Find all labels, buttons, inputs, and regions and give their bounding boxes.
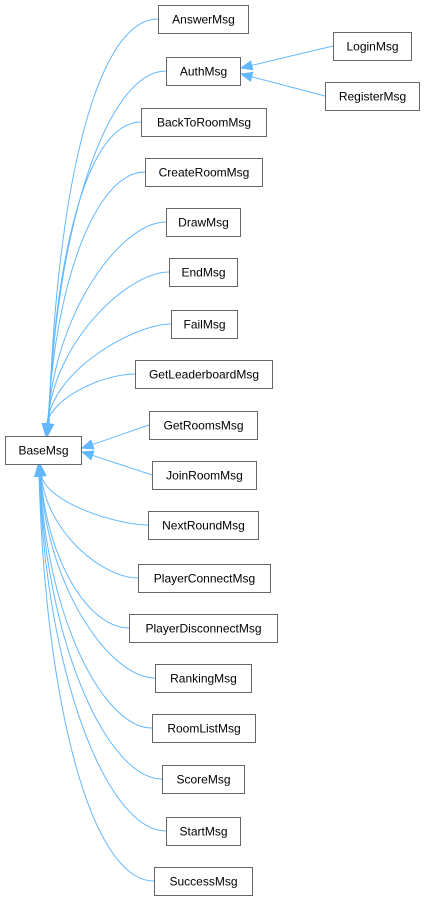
class-node-label: PlayerDisconnectMsg [145, 622, 261, 636]
edge-playerdisconnect-to-base [40, 475, 130, 629]
class-node-label: JoinRoomMsg [166, 469, 243, 483]
class-node-backtoroom[interactable]: BackToRoomMsg [141, 108, 267, 137]
class-node-getrooms[interactable]: GetRoomsMsg [149, 411, 258, 440]
class-node-end[interactable]: EndMsg [169, 258, 238, 287]
class-node-box [166, 817, 241, 846]
class-node-label: CreateRoomMsg [159, 166, 250, 180]
class-node-roomlist[interactable]: RoomListMsg [152, 714, 256, 743]
class-node-box [155, 664, 252, 693]
class-node-box [129, 614, 278, 643]
class-node-label: RegisterMsg [339, 90, 406, 104]
class-node-label: GetLeaderboardMsg [149, 368, 259, 382]
class-node-label: BackToRoomMsg [157, 116, 251, 130]
class-node-box [166, 57, 241, 86]
edge-start-to-base [38, 475, 167, 832]
class-node-createroom[interactable]: CreateRoomMsg [145, 158, 263, 187]
class-node-label: AnswerMsg [172, 13, 235, 27]
class-node-box [169, 258, 238, 287]
class-node-box [158, 5, 249, 34]
edge-login-to-auth [251, 45, 334, 66]
class-node-label: DrawMsg [178, 216, 229, 230]
class-node-success[interactable]: SuccessMsg [154, 867, 253, 896]
class-node-label: LoginMsg [346, 40, 398, 54]
edge-draw-to-base [47, 221, 167, 425]
class-node-answer[interactable]: AnswerMsg [158, 5, 249, 34]
class-node-nextround[interactable]: NextRoundMsg [148, 511, 259, 540]
edge-joinroom-to-base [92, 454, 153, 476]
class-node-base[interactable]: BaseMsg [5, 436, 82, 465]
class-node-box [152, 461, 257, 490]
edge-playerconnect-to-base [40, 475, 139, 579]
class-node-label: EndMsg [181, 266, 225, 280]
edge-getrooms-to-base [92, 424, 150, 446]
arrowhead-joinroom [80, 450, 95, 461]
class-node-box [325, 82, 420, 111]
arrowhead-success [33, 463, 45, 477]
class-node-start[interactable]: StartMsg [166, 817, 241, 846]
class-node-box [145, 158, 263, 187]
class-node-box [138, 564, 271, 593]
class-node-box [166, 208, 241, 237]
edge-score-to-base [39, 475, 163, 780]
class-node-label: SuccessMsg [169, 875, 237, 889]
edge-register-to-auth [251, 76, 326, 97]
class-node-label: StartMsg [179, 825, 227, 839]
class-node-box [152, 714, 256, 743]
class-node-ranking[interactable]: RankingMsg [155, 664, 252, 693]
edge-auth-to-base [48, 70, 167, 425]
class-node-label: BaseMsg [18, 444, 68, 458]
class-node-label: FailMsg [183, 318, 225, 332]
edge-answer-to-base [48, 18, 159, 425]
class-node-box [162, 765, 245, 794]
class-node-register[interactable]: RegisterMsg [325, 82, 420, 111]
class-node-label: PlayerConnectMsg [154, 572, 255, 586]
edge-nextround-to-base [41, 475, 149, 526]
edge-ranking-to-base [40, 475, 156, 679]
class-node-label: AuthMsg [180, 65, 227, 79]
edges-layer [33, 18, 334, 882]
class-node-label: RankingMsg [170, 672, 237, 686]
arrowhead-register [239, 71, 254, 82]
class-node-fail[interactable]: FailMsg [171, 310, 238, 339]
class-node-box [154, 867, 253, 896]
class-node-score[interactable]: ScoreMsg [162, 765, 245, 794]
edge-roomlist-to-base [39, 475, 153, 729]
class-node-box [333, 32, 412, 61]
class-node-playerconnect[interactable]: PlayerConnectMsg [138, 564, 271, 593]
class-node-box [148, 511, 259, 540]
class-node-label: NextRoundMsg [162, 519, 245, 533]
class-node-box [149, 411, 258, 440]
class-node-box [171, 310, 238, 339]
class-node-label: ScoreMsg [176, 773, 230, 787]
arrowhead-login [239, 60, 254, 71]
class-node-joinroom[interactable]: JoinRoomMsg [152, 461, 257, 490]
class-node-auth[interactable]: AuthMsg [166, 57, 241, 86]
class-node-login[interactable]: LoginMsg [333, 32, 412, 61]
class-node-getleaderboard[interactable]: GetLeaderboardMsg [135, 360, 273, 389]
arrowhead-getrooms [80, 439, 95, 450]
edge-backtoroom-to-base [47, 121, 142, 425]
edge-getleaderboard-to-base [46, 373, 136, 425]
class-node-label: GetRoomsMsg [163, 419, 243, 433]
class-node-label: RoomListMsg [167, 722, 240, 736]
edge-createroom-to-base [47, 171, 146, 425]
edge-fail-to-base [46, 323, 172, 425]
edge-success-to-base [38, 475, 155, 882]
class-node-draw[interactable]: DrawMsg [166, 208, 241, 237]
arrowhead-getleaderboard [41, 423, 52, 437]
class-node-playerdisconnect[interactable]: PlayerDisconnectMsg [129, 614, 278, 643]
class-node-box [135, 360, 273, 389]
edge-end-to-base [46, 271, 170, 425]
class-node-box [141, 108, 267, 137]
class-node-box [5, 436, 82, 465]
